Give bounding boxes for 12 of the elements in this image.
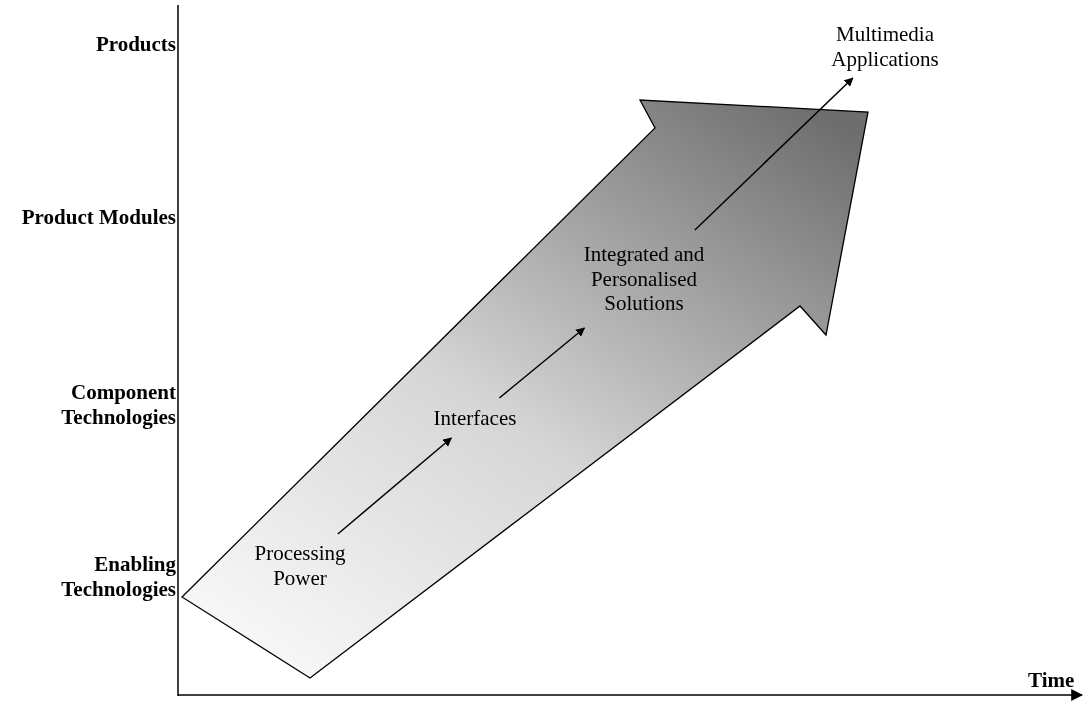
arrow bbox=[694, 77, 854, 231]
axis-label: Component Technologies bbox=[60, 380, 176, 430]
stage-label: Multimedia Applications bbox=[815, 20, 955, 74]
stage-label: Processing Power bbox=[240, 538, 360, 594]
arrow bbox=[337, 437, 453, 535]
axis-label: Products bbox=[94, 32, 176, 57]
axis-label: Product Modules bbox=[20, 205, 176, 230]
arrow bbox=[498, 327, 586, 399]
stage-label: Integrated and Personalised Solutions bbox=[565, 234, 723, 324]
stage-label: Interfaces bbox=[412, 402, 538, 434]
axis-label: Enabling Technologies bbox=[60, 552, 176, 602]
axis-label: Time bbox=[1028, 668, 1076, 693]
